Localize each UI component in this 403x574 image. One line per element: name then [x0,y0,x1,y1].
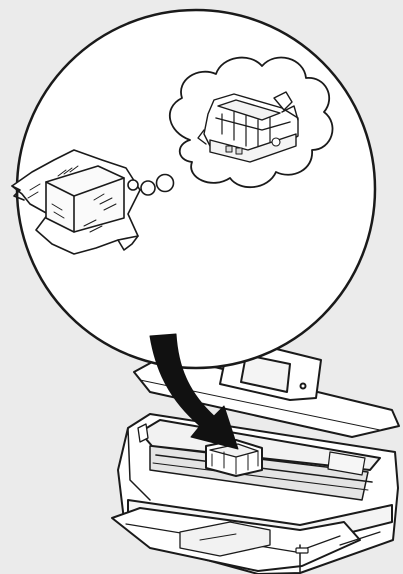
panel-button [301,384,306,389]
printer-illustration [112,340,399,574]
